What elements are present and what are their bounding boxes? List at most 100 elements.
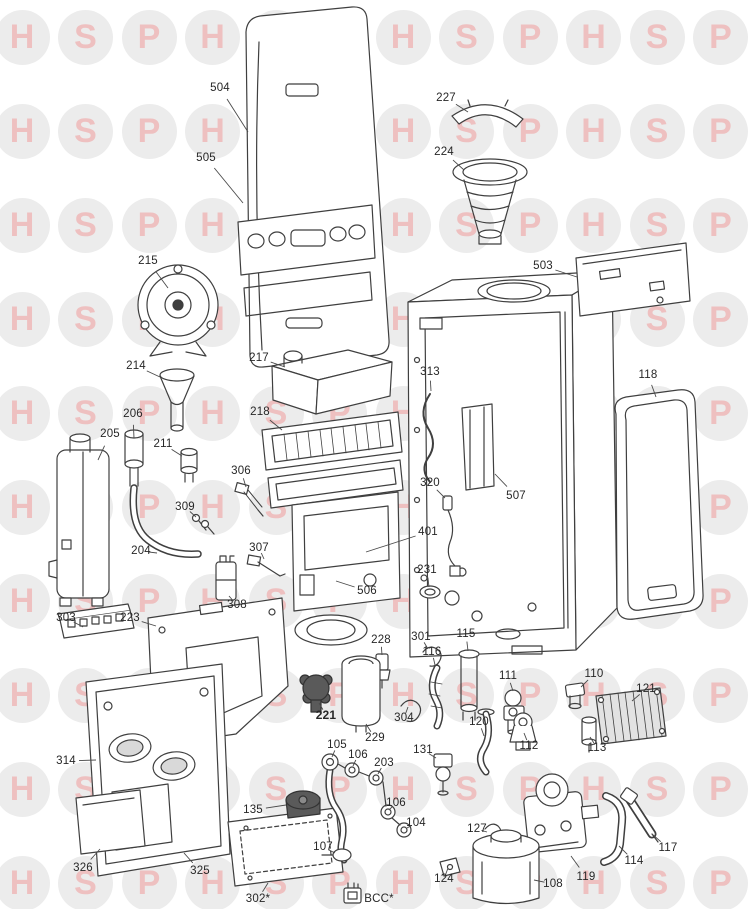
- watermark-circle: P: [121, 103, 177, 159]
- venturi-214: [159, 368, 195, 432]
- watermark-circle: S: [58, 103, 113, 159]
- part-label-115: 115: [456, 628, 476, 640]
- part-label-131: 131: [413, 744, 433, 756]
- watermark-circle: S: [629, 197, 685, 253]
- burner-grid-218: [261, 411, 403, 471]
- part-label-111: 111: [498, 670, 518, 682]
- watermark-circle: P: [693, 855, 748, 909]
- watermark-circle: H: [566, 9, 621, 65]
- canister-229: [341, 655, 381, 733]
- part-label-117: 117: [658, 842, 678, 854]
- watermark-circle: S: [629, 9, 685, 65]
- part-label-203: 203: [374, 757, 394, 769]
- watermark-circle: S: [439, 9, 494, 65]
- part-label-114: 114: [624, 855, 644, 867]
- part-label-214: 214: [126, 360, 146, 372]
- part-label-106: 106: [386, 797, 406, 809]
- pump-108: [472, 829, 540, 905]
- fitting-110: [564, 682, 586, 710]
- front-panel-504: [237, 6, 390, 368]
- watermark-circle: H: [0, 573, 50, 629]
- watermark-circle: S: [629, 855, 685, 909]
- part-label-224: 224: [434, 146, 454, 158]
- part-label-507: 507: [506, 490, 526, 502]
- watermark-circle: P: [693, 667, 748, 723]
- part-label-205: 205: [100, 428, 120, 440]
- watermark-circle: H: [375, 855, 431, 909]
- watermark-circle: P: [693, 291, 748, 347]
- fitting-113: [581, 716, 597, 753]
- watermark-circle: H: [0, 761, 50, 817]
- part-label-135: 135: [243, 804, 263, 816]
- valve-112: [509, 712, 537, 751]
- watermark-circle: P: [121, 9, 177, 65]
- flue-adapter-224: [452, 158, 528, 245]
- bracket-124: [439, 857, 461, 877]
- part-label-503: 503: [533, 260, 553, 272]
- part-label-127: 127: [467, 823, 487, 835]
- part-label-303: 303: [56, 612, 76, 624]
- ignition-transformer-308: [215, 555, 237, 601]
- part-label-325: 325: [190, 865, 210, 877]
- watermark-circle: P: [693, 479, 748, 535]
- control-band-505: [237, 204, 376, 276]
- fittings-cluster: [321, 753, 412, 864]
- part-label-106: 106: [348, 749, 368, 761]
- part-label-401: 401: [418, 526, 438, 538]
- watermark-circle: H: [185, 385, 240, 441]
- part-label-307: 307: [249, 542, 269, 554]
- watermark-circle: S: [58, 9, 113, 65]
- part-label-309: 309: [175, 501, 195, 513]
- brand-logo: [285, 83, 319, 97]
- part-label-506: 506: [357, 585, 377, 597]
- part-label-120: 120: [469, 716, 489, 728]
- part-label-bcc: BCC*: [364, 893, 394, 905]
- part-label-326: 326: [73, 862, 93, 874]
- part-label-104: 104: [406, 817, 426, 829]
- part-label-108: 108: [543, 878, 563, 890]
- sensor-320: [442, 495, 461, 577]
- watermark-circle: S: [58, 385, 113, 441]
- part-label-504: 504: [210, 82, 230, 94]
- part-label-302: 302*: [245, 893, 271, 905]
- terminal-strip-303: [57, 603, 135, 639]
- watermark-circle: S: [629, 103, 685, 159]
- part-label-121: 121: [636, 683, 656, 695]
- watermark-circle: H: [375, 103, 431, 159]
- watermark-circle: P: [502, 197, 558, 253]
- plate-heat-exchanger-121: [595, 687, 667, 745]
- part-label-308: 308: [227, 599, 247, 611]
- part-label-505: 505: [196, 152, 216, 164]
- inner-plate-326: [75, 789, 146, 855]
- part-label-105: 105: [327, 739, 347, 751]
- part-label-301: 301: [411, 631, 431, 643]
- part-label-112: 112: [519, 740, 539, 752]
- watermark-circle: H: [566, 103, 621, 159]
- part-label-119: 119: [576, 871, 596, 883]
- pipe-120: [477, 708, 495, 776]
- part-label-313: 313: [420, 366, 440, 378]
- air-collector-217: [271, 349, 393, 415]
- watermark-circle: H: [185, 197, 240, 253]
- watermark-circle: S: [58, 197, 113, 253]
- part-label-320: 320: [420, 477, 440, 489]
- watermark-circle: H: [566, 761, 621, 817]
- watermark-circle: P: [693, 103, 748, 159]
- sensor-housing-135: [285, 790, 321, 819]
- watermark-circle: H: [0, 197, 50, 253]
- part-label-218: 218: [250, 406, 270, 418]
- part-label-229: 229: [365, 732, 385, 744]
- watermark-circle: H: [0, 103, 50, 159]
- watermark-circle: H: [566, 197, 621, 253]
- watermark-circle: P: [693, 761, 748, 817]
- watermark-circle: P: [121, 197, 177, 253]
- watermark-circle: H: [185, 9, 240, 65]
- part-label-107: 107: [313, 841, 333, 853]
- part-label-211: 211: [153, 438, 173, 450]
- pipe-114: [600, 792, 627, 866]
- watermark-circle: H: [0, 9, 50, 65]
- watermark-circle: P: [693, 385, 748, 441]
- part-label-110: 110: [584, 668, 604, 680]
